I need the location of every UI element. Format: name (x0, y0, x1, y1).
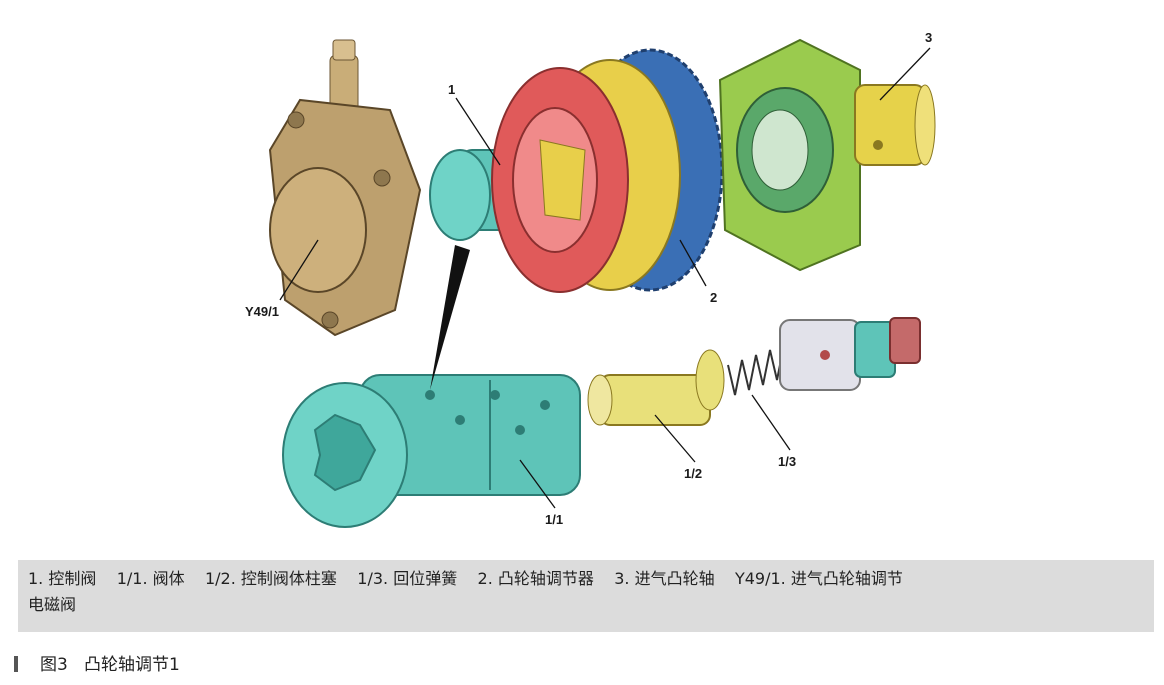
callout-1-1: 1/1 (545, 512, 563, 527)
legend-item: Y49/1. 进气凸轮轴调节 (734, 569, 903, 588)
return-spring (727, 344, 785, 396)
leader-lines (279, 47, 931, 509)
legend-item: 1/3. 回位弹簧 (357, 569, 458, 588)
camshaft-adjuster (491, 48, 724, 293)
callout-1-3: 1/3 (778, 454, 796, 469)
camshaft-adjustment-diagram: 1 2 3 Y49/1 1/1 1/2 1/3 (245, 30, 936, 528)
valve-body (282, 374, 581, 528)
figure-caption: 图3 凸轮轴调节1 (14, 650, 180, 675)
legend-item: 3. 进气凸轮轴 (614, 569, 715, 588)
legend-item: 2. 凸轮轴调节器 (477, 569, 594, 588)
legend-item: 1/2. 控制阀体柱塞 (204, 569, 337, 588)
legend-item: 1/1. 阀体 (116, 569, 185, 588)
legend-item: 电磁阀 (28, 595, 77, 614)
valve-sleeve (779, 317, 921, 391)
callout-1-2: 1/2 (684, 466, 702, 481)
callout-1: 1 (448, 82, 455, 97)
callout-3: 3 (925, 30, 932, 45)
figure-number: 图3 (40, 655, 68, 675)
legend-box: 1. 控制阀 1/1. 阀体 1/2. 控制阀体柱塞 1/3. 回位弹簧 2. … (18, 560, 1154, 632)
legend-item: 1. 控制阀 (28, 569, 97, 588)
valve-plunger (587, 349, 725, 426)
solenoid-valve (268, 39, 422, 337)
callout-y49-1: Y49/1 (245, 304, 279, 319)
callout-2: 2 (710, 290, 717, 305)
caption-marker (14, 656, 18, 672)
intake-camshaft (718, 38, 936, 272)
figure-title: 凸轮轴调节1 (84, 655, 180, 675)
